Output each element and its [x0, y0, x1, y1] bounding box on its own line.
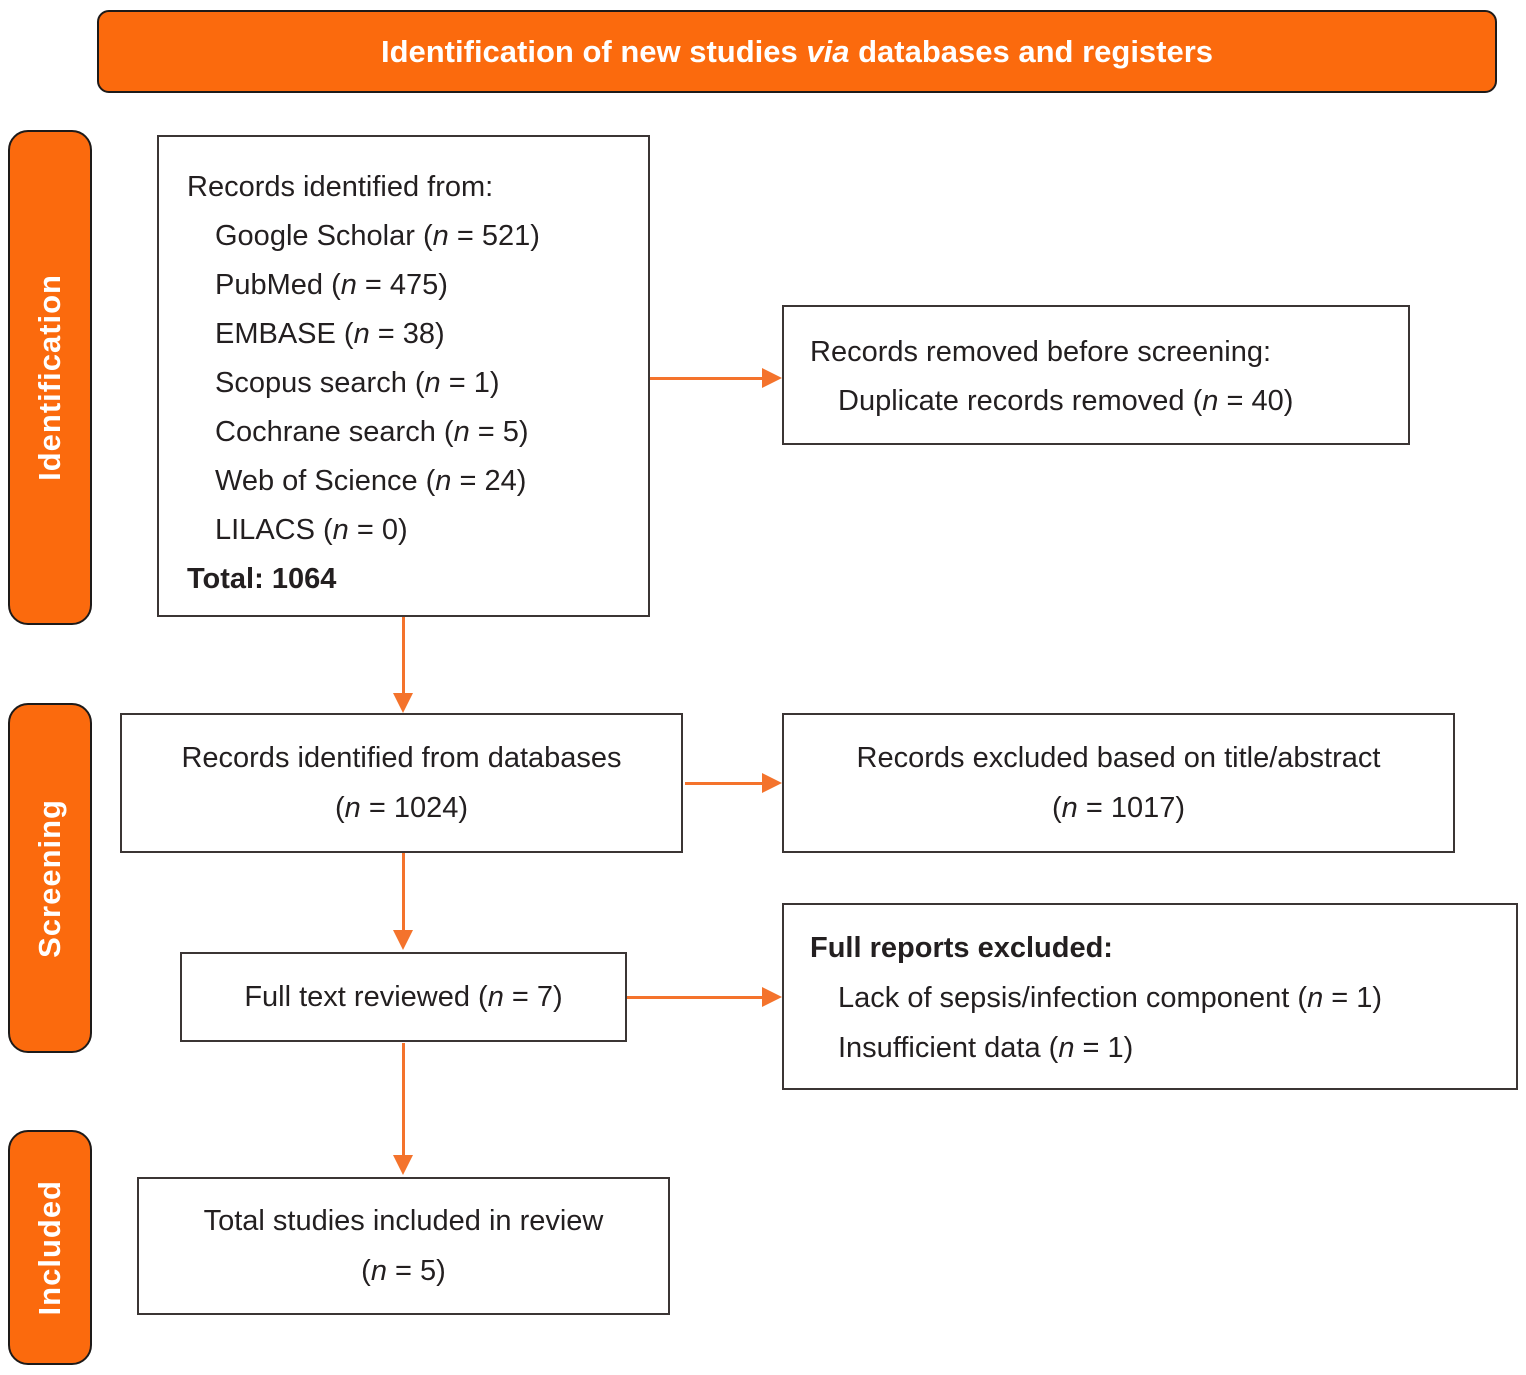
box-line: Google Scholar (n = 521) [215, 220, 540, 252]
box-line: (n = 5) [361, 1255, 446, 1287]
records-removed-before-screening-box: Records removed before screening: Duplica… [782, 305, 1410, 445]
box-line: Lack of sepsis/infection component (n = … [838, 982, 1383, 1014]
arrow-down-icon [393, 1043, 413, 1175]
page-title: Identification of new studies via databa… [380, 33, 1214, 69]
box-line: Records identified from: [187, 171, 494, 203]
box-line: Duplicate records removed (n = 40) [838, 385, 1294, 417]
arrow-down-icon [393, 853, 413, 950]
arrow-right-icon [627, 987, 782, 1007]
arrow-down-icon [393, 617, 413, 713]
box-line: Insufficient data (n = 1) [838, 1032, 1134, 1064]
stage-label-screening-text: Screening [32, 798, 67, 958]
full-text-reviewed-box: Full text reviewed (n = 7) [180, 952, 627, 1042]
stage-label-identification-text: Identification [32, 274, 67, 481]
box-line: Full text reviewed (n = 7) [244, 981, 563, 1013]
box-line: Records identified from databases [181, 742, 622, 774]
box-line: LILACS (n = 0) [215, 514, 408, 546]
records-excluded-title-abstract-box: Records excluded based on title/abstract… [782, 713, 1455, 853]
box-line: Total studies included in review [203, 1205, 604, 1237]
box-line: Records removed before screening: [810, 336, 1272, 368]
box-line: Full reports excluded: [810, 932, 1113, 964]
stage-label-identification: Identification [8, 130, 92, 625]
box-line: (n = 1017) [1051, 792, 1186, 824]
arrow-right-icon [685, 773, 782, 793]
box-line: Web of Science (n = 24) [215, 465, 527, 497]
box-line: Scopus search (n = 1) [215, 367, 500, 399]
stage-label-screening: Screening [8, 703, 92, 1053]
box-line: PubMed (n = 475) [215, 269, 448, 301]
total-studies-included-box: Total studies included in review (n = 5) [137, 1177, 670, 1315]
records-identified-databases-box: Records identified from databases (n = 10… [120, 713, 683, 853]
stage-label-included-text: Included [32, 1179, 67, 1316]
box-line: Cochrane search (n = 5) [215, 416, 529, 448]
records-identified-sources-box: Records identified from: Google Scholar (… [157, 135, 650, 617]
box-line: EMBASE (n = 38) [215, 318, 445, 350]
full-reports-excluded-box: Full reports excluded: Lack of sepsis/inf… [782, 903, 1518, 1090]
header-banner: Identification of new studies via databa… [97, 10, 1497, 93]
box-line: (n = 1024) [334, 792, 469, 824]
box-line: Total: 1064 [187, 563, 337, 595]
stage-label-included: Included [8, 1130, 92, 1365]
box-line: Records excluded based on title/abstract [856, 742, 1381, 774]
arrow-right-icon [650, 368, 782, 388]
